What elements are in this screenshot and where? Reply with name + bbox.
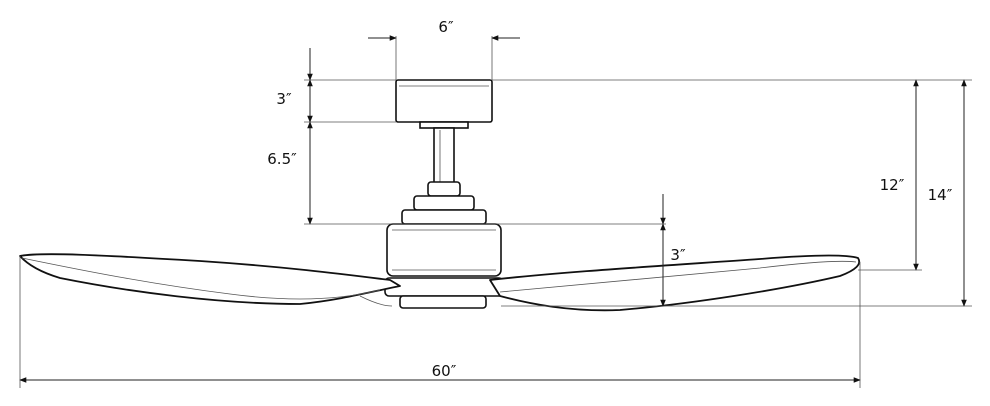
downrod-length-label: 6.5″ [267,150,297,168]
dimension-labels: 6″ 3″ 6.5″ 3″ 12″ 14″ 60″ [267,18,952,380]
extension-lines [19,36,972,388]
dimension-lines [19,35,967,383]
blade-hub [384,277,504,297]
downrod-coupling [427,181,461,197]
downrod [433,127,455,191]
hub-bottom [399,295,487,309]
fan-outline [19,79,861,312]
motor-collar [413,195,475,211]
motor-housing [386,223,502,277]
ceiling-to-blade-label: 12″ [880,176,905,194]
canopy-neck [419,121,469,129]
blade-span-label: 60″ [432,362,457,380]
right-blade [489,254,861,312]
overall-height-label: 14″ [928,186,953,204]
motor-height-label: 3″ [670,246,686,264]
canopy-width-label: 6″ [438,18,454,36]
canopy-height-label: 3″ [276,90,292,108]
